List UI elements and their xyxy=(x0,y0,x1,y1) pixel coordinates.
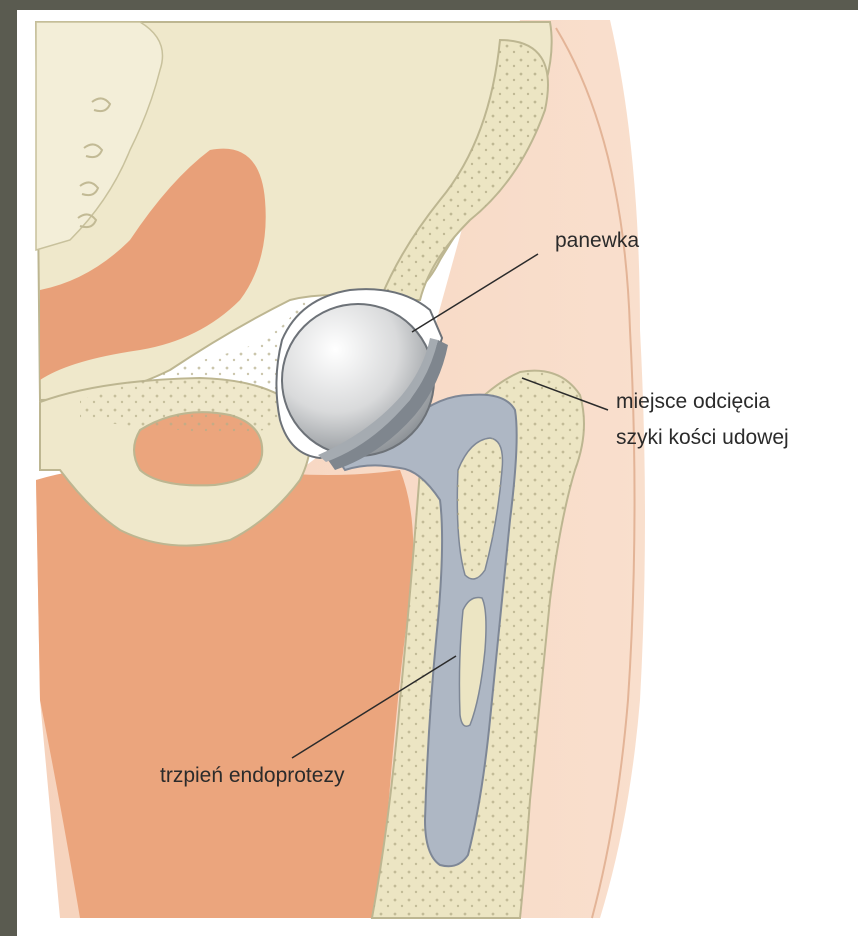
cut-site-label-line1: miejsce odcięcia xyxy=(616,386,770,417)
stem-label: trzpień endoprotezy xyxy=(160,760,344,791)
femoral-head-ball xyxy=(282,304,434,456)
cup-label: panewka xyxy=(555,225,639,256)
cut-site-label-line2: szyki kości udowej xyxy=(616,422,789,453)
